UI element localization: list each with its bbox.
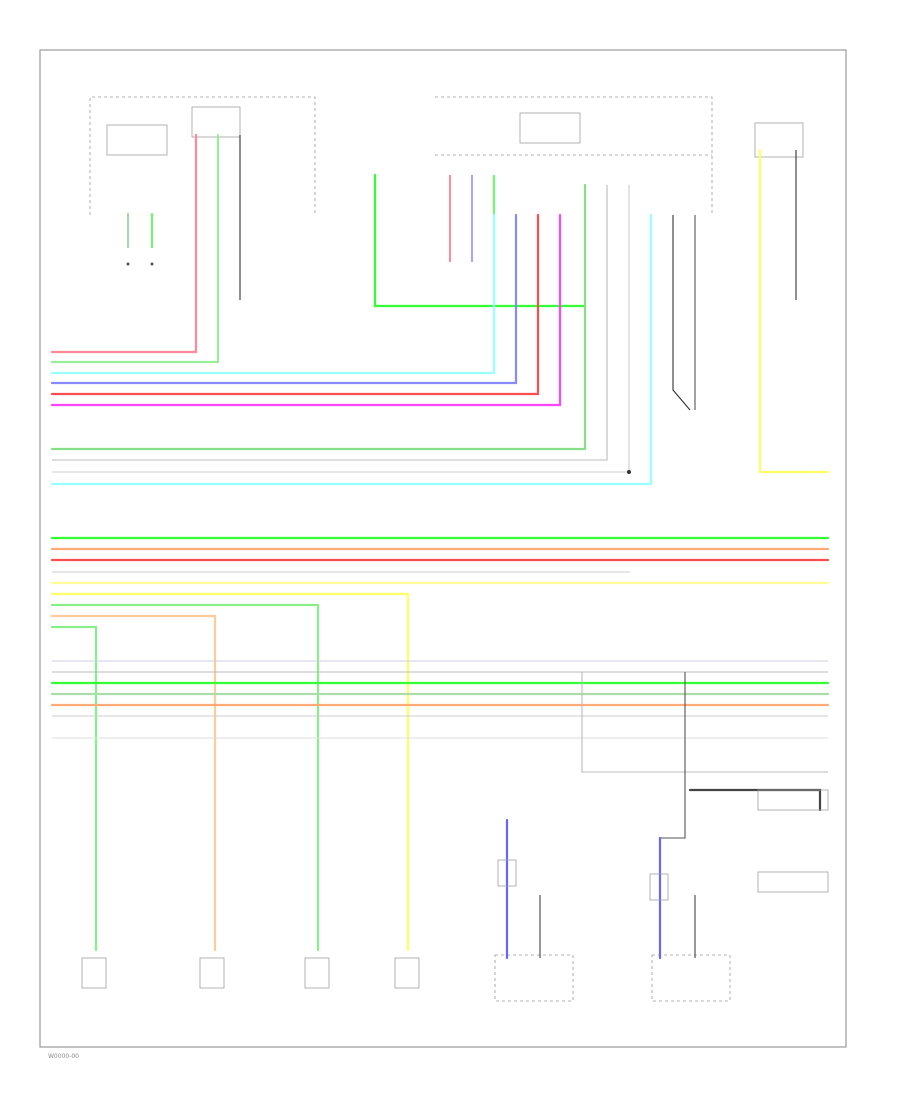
bus-orange-2 — [50, 614, 217, 952]
relay-lower-right — [649, 873, 669, 901]
wire-black-2 — [672, 215, 691, 411]
wire-light-blue-1 — [50, 213, 496, 375]
center-connector-stubs — [449, 175, 495, 262]
wire-gray-1 — [52, 185, 608, 461]
right-switch-block — [519, 112, 581, 144]
left-control-module-outline — [89, 96, 316, 215]
lower-right-unit-1 — [757, 789, 829, 811]
relay-lower-left — [497, 859, 517, 887]
splice-node — [627, 470, 631, 474]
top-right-sensor-box — [754, 122, 804, 158]
wire-green-feed — [373, 173, 587, 308]
wire-yellow-right — [758, 148, 830, 474]
wire-gray-2 — [52, 185, 630, 473]
footer-code: W0000-00 — [48, 1053, 79, 1060]
wire-blue-1 — [50, 213, 518, 385]
wire-black-lower-2 — [688, 788, 822, 812]
right-control-module-outline — [435, 96, 713, 215]
left-connector-pins — [126, 213, 154, 266]
bus-green-3 — [50, 625, 98, 952]
left-switch-block — [106, 124, 168, 156]
left-relay-block — [191, 106, 241, 138]
bus-gray-6 — [581, 672, 828, 773]
transmission-switch-right — [651, 954, 731, 1002]
transmission-switch-left — [494, 954, 574, 1002]
wire-pink-1 — [50, 133, 198, 354]
wire-magenta-1 — [50, 213, 562, 407]
bus-yellow-2 — [50, 592, 410, 952]
lower-right-unit-2 — [757, 871, 829, 893]
bus-light-green-2 — [50, 603, 320, 952]
wire-light-blue-2 — [50, 213, 653, 486]
wire-green-2 — [50, 183, 587, 451]
diagram-frame — [39, 49, 847, 1048]
bottom-sensors — [81, 957, 420, 989]
wire-red-1 — [50, 213, 540, 396]
wire-light-green-1 — [50, 133, 220, 364]
wire-black-lower-1 — [660, 672, 686, 839]
